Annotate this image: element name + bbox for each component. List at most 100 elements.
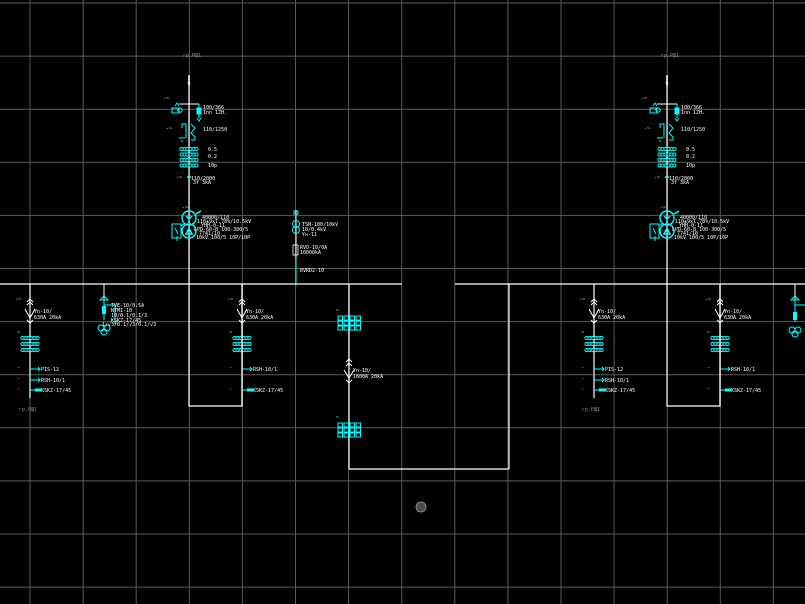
breaker-label: 110/1250: [203, 127, 227, 133]
arrow-icon: [249, 366, 253, 372]
aux-label-1: 10/0.4kV: [302, 227, 326, 233]
cursor-marker[interactable]: [415, 501, 427, 513]
vt-label-0: TVE-10/0.5A: [111, 303, 144, 309]
feeder-item-label: KSKZ-17/45: [731, 388, 761, 394]
tag: -: [17, 386, 20, 392]
sectional-ct-top-icon: [337, 315, 361, 331]
voltage-transformer-left[interactable]: TVE-10/0.5A NTMI-10 10/0.1/0.1/3 KSKZ-17…: [97, 284, 156, 336]
sectional-breaker-sub: 1600A 20kA: [353, 374, 383, 380]
sectional-breaker-label: Yn-10/: [353, 368, 371, 374]
aux-label-0: TSN-100/10kV: [302, 222, 338, 228]
feeder-breaker-sub: 630A 20kA: [34, 315, 61, 321]
tag: -: [707, 386, 710, 392]
feeder-item-label: RSH-10/1: [731, 367, 755, 373]
tag: ~: [229, 330, 232, 336]
feeder-item-label: KSKZ-17/45: [41, 388, 71, 394]
voltage-transformer-right[interactable]: [788, 284, 805, 338]
aux-fuse-label: RVO-10/0A: [300, 245, 327, 251]
disconnector-label: 100/366: [203, 105, 224, 111]
cable-icon: [725, 388, 731, 392]
feeder-breaker-sub: 630A 20kA: [246, 315, 273, 321]
current-transformer-icon: [710, 335, 730, 353]
tag: -: [17, 376, 20, 382]
power-transformer-icon: [171, 210, 202, 241]
surge-label: 110/2000: [669, 176, 693, 182]
ct-label: 10p: [208, 163, 217, 169]
disconnector-sub: Inn 1ZH.: [681, 110, 705, 116]
cable-icon: [35, 388, 41, 392]
surge-sub: 3f 3kA: [671, 180, 689, 186]
tag: -~: [182, 205, 188, 211]
earthing-switch-icon: [171, 102, 202, 122]
current-transformer-icon: [179, 146, 199, 168]
cable-icon: [599, 388, 605, 392]
tag: ~: [581, 330, 584, 336]
vt-label-3: KSKZ-17/45: [111, 318, 141, 324]
tag: -: [581, 365, 584, 371]
sectional-ct-bottom-tag: ~: [336, 415, 339, 421]
transformer-label: LPD-60-B 100-300/5: [672, 227, 726, 233]
arrow-icon: [601, 377, 605, 383]
feeder-item-label: PIS-12: [605, 367, 623, 373]
surge-sub: 3f 3kA: [193, 180, 211, 186]
aux-label-2: Yн-11: [302, 232, 317, 238]
current-transformer-icon: [657, 146, 677, 168]
transformer-label: YНН-0-11: [679, 223, 703, 229]
tag: -~: [641, 96, 647, 102]
sectional-breaker-icon: [343, 358, 355, 384]
outgoing-feeder-left[interactable]: Yn-10/630A 20kA-~~PIS-12-RSH-10/1-KSKZ-1…: [15, 284, 71, 413]
sectional-ct-top-tag: ~: [336, 308, 339, 314]
feeder-item-label: PIS-12: [41, 367, 59, 373]
transformer-label: 10kV 100/5 10P/10P: [674, 235, 728, 241]
tag: -~: [176, 175, 182, 181]
vt-fuse-icon: [102, 306, 106, 314]
current-transformer-icon: [584, 335, 604, 353]
outgoing-feeder-right[interactable]: Yn-10/630A 20kA-~~PIS-12-RSH-10/1-KSKZ-1…: [579, 284, 635, 413]
feeder-title: гр.РЩ1: [661, 53, 679, 59]
transformer-label: 7741/10: [199, 231, 220, 237]
line-entry-icon: [187, 76, 191, 86]
vt-right-winding-icon: [788, 326, 802, 338]
feeder-breaker-label: Yn-10/: [598, 309, 616, 315]
vt-label-1: NTMI-10: [111, 308, 132, 314]
circuit-breaker-icon: [179, 123, 196, 142]
feeder-item-label: KSKZ-17/45: [253, 388, 283, 394]
aux-fuse-sub: 10000kA: [300, 250, 321, 256]
ct-label: 0.5: [208, 147, 217, 153]
current-transformer-icon: [232, 335, 252, 353]
tag: -~: [705, 297, 711, 303]
ct-label: 0.2: [208, 154, 217, 160]
aux-transformer-branch[interactable]: TSN-100/10kV 10/0.4kV Yн-11 RVO-10/0A 10…: [292, 210, 339, 284]
tag: -~: [166, 126, 172, 132]
tag: ~: [17, 330, 20, 336]
vt-label-4: 1/√3/0.1/√3/0.1/√3: [102, 322, 156, 328]
tag: -~: [15, 297, 21, 303]
feeder-footer: гр.РЩ1: [19, 407, 37, 413]
feeder-breaker-label: Yn-10/: [246, 309, 264, 315]
surge-arrester-icon: [186, 174, 192, 179]
sectional-cell[interactable]: Yn-10/ 1600A 20kA ~ ~: [336, 308, 383, 438]
tag: -: [17, 365, 20, 371]
transformer-cell-right[interactable]: Yn-10/630A 20kA-~~RSH-10/1-KSKZ-17/45-: [705, 284, 761, 406]
transformer-cell-frames: [188, 284, 721, 407]
tag: -~: [227, 297, 233, 303]
feeder-breaker-sub: 630A 20kA: [724, 315, 751, 321]
transformer-label: 7741/10: [677, 231, 698, 237]
current-transformer-icon: [20, 335, 40, 353]
tag: -~: [644, 126, 650, 132]
tag: -~: [163, 96, 169, 102]
aux-fuse-icon: [292, 244, 299, 256]
transformer-label: LPD-60-B 100-300/5: [194, 227, 248, 233]
feeder-title: гр.РЩ1: [183, 53, 201, 59]
tag: -: [581, 376, 584, 382]
vt-winding-icon: [97, 324, 111, 336]
feeder-item-label: RSH-10/1: [605, 378, 629, 384]
feeder-breaker-icon: [588, 298, 600, 324]
transformer-cell-left[interactable]: Yn-10/630A 20kA-~~RSH-10/1-KSKZ-17/45-: [227, 284, 283, 406]
vt-label-2: 10/0.1/0.1/3: [111, 313, 147, 319]
arrow-icon: [37, 377, 41, 383]
